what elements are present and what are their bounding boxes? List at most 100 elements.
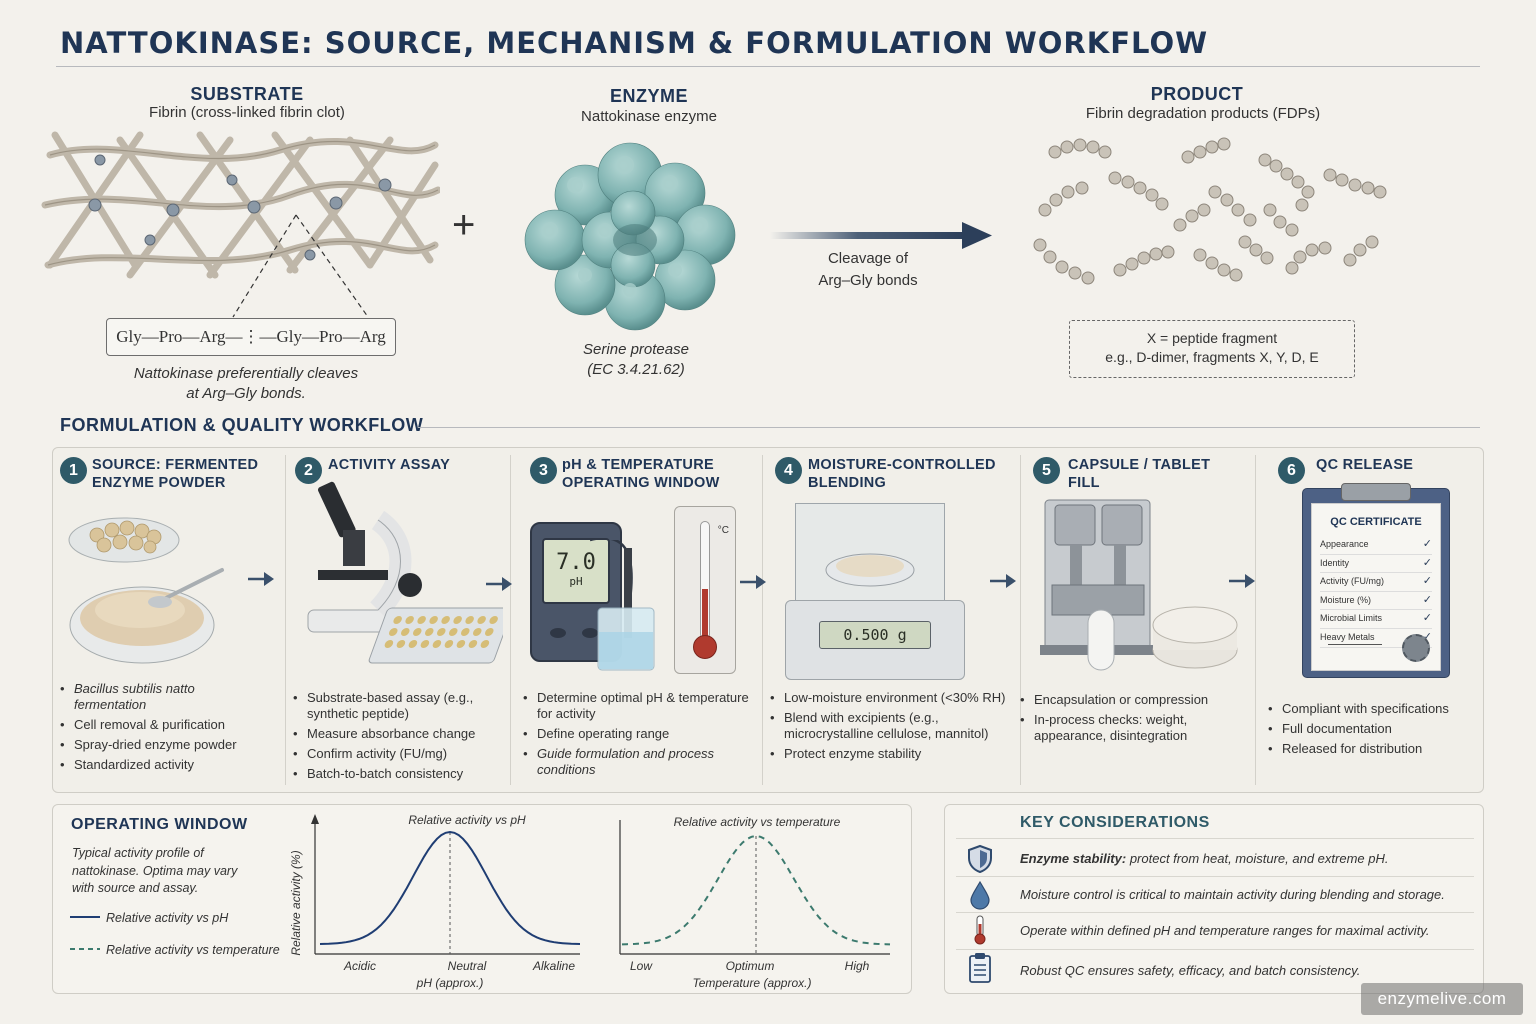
enzyme-class-line2: (EC 3.4.21.62) bbox=[587, 361, 685, 378]
temp-chart-tick-label: Optimum bbox=[726, 959, 775, 973]
product-subtitle: Fibrin degradation products (FDPs) bbox=[1085, 105, 1321, 122]
workflow-divider bbox=[418, 427, 1480, 428]
enzyme-class: Serine protease (EC 3.4.21.62) bbox=[536, 340, 736, 380]
ph-meter-value: 7.0 bbox=[556, 550, 596, 575]
reaction-line2: Arg–Gly bonds bbox=[818, 272, 918, 289]
reaction-label: Cleavage of Arg–Gly bonds bbox=[788, 248, 948, 292]
step-3-bullet: Determine optimal pH & temperature for a… bbox=[523, 690, 758, 722]
check-icon: ✓ bbox=[1422, 538, 1432, 550]
product-legend-line2: e.g., D-dimer, fragments X, Y, D, E bbox=[1105, 349, 1319, 365]
check-icon: ✓ bbox=[1422, 612, 1432, 625]
check-icon: ✓ bbox=[1422, 556, 1432, 569]
step-6-bullet: Compliant with specifications bbox=[1268, 701, 1478, 717]
step-5-title: CAPSULE / TABLET FILL bbox=[1068, 456, 1248, 492]
peptide-sequence-box: Gly—Pro—Arg—⋮—Gly—Pro—Arg bbox=[106, 318, 396, 356]
meter-button bbox=[582, 628, 598, 638]
step-5-bullet: Encapsulation or compression bbox=[1020, 692, 1245, 708]
check-icon: ✓ bbox=[1422, 630, 1432, 643]
product-heading: PRODUCT bbox=[1150, 84, 1244, 104]
step-4-bullet: Protect enzyme stability bbox=[770, 746, 1015, 762]
step-6-bullets: Compliant with specifications Full docum… bbox=[1268, 701, 1478, 761]
temp-chart-title: Relative activity vs temperature bbox=[674, 815, 841, 829]
ow-desc-line3: with source and assay. bbox=[72, 881, 199, 895]
signature-line bbox=[1328, 644, 1382, 645]
workflow-panel bbox=[52, 447, 1484, 793]
step-1-number: 1 bbox=[60, 457, 87, 484]
qc-certificate-item: Moisture (%)✓ bbox=[1320, 592, 1432, 611]
qc-clipboard: QC CERTIFICATE Appearance✓Identity✓Activ… bbox=[1302, 483, 1450, 678]
legend-ph-label: Relative activity vs pH bbox=[106, 911, 229, 925]
seal-icon bbox=[1402, 634, 1430, 662]
step-separator bbox=[1020, 455, 1021, 785]
step-1-bullets: Bacillus subtilis natto fermentation Cel… bbox=[60, 681, 270, 777]
qc-certificate: QC CERTIFICATE Appearance✓Identity✓Activ… bbox=[1311, 503, 1441, 671]
kc-row-text: Moisture control is critical to maintain… bbox=[1020, 887, 1445, 902]
step-6-number: 6 bbox=[1278, 457, 1305, 484]
ph-chart-tick-label: Neutral bbox=[448, 959, 487, 973]
key-considerations-panel bbox=[944, 804, 1484, 994]
beaker-thermometer-illustration bbox=[590, 540, 655, 671]
ph-chart-xlabel: pH (approx.) bbox=[416, 976, 484, 990]
thermometer-icon bbox=[974, 915, 986, 945]
ow-desc-line2: nattokinase. Optima may vary bbox=[72, 863, 238, 878]
arrow-right-icon bbox=[990, 574, 1016, 588]
step-3-bullets: Determine optimal pH & temperature for a… bbox=[523, 690, 758, 782]
step-6-bullet: Full documentation bbox=[1268, 721, 1478, 737]
qc-certificate-item: Appearance✓ bbox=[1320, 536, 1432, 555]
reaction-line1: Cleavage of bbox=[827, 250, 909, 267]
kc-divider bbox=[956, 838, 1474, 839]
thermometer-bulb bbox=[693, 635, 717, 659]
step-1-bullet: Standardized activity bbox=[60, 757, 270, 773]
step-2-bullet: Substrate-based assay (e.g., synthetic p… bbox=[293, 690, 503, 722]
meter-button bbox=[550, 628, 566, 638]
enzyme-heading: ENZYME bbox=[609, 86, 688, 106]
step-2-bullets: Substrate-based assay (e.g., synthetic p… bbox=[293, 690, 503, 786]
operating-window-description: Typical activity profile of nattokinase.… bbox=[72, 845, 237, 898]
step-3-bullet: Define operating range bbox=[523, 726, 758, 742]
step-5-title-line1: CAPSULE / TABLET bbox=[1068, 457, 1211, 473]
qc-item-label: Activity (FU/mg) bbox=[1320, 576, 1384, 587]
cleavage-note: Nattokinase preferentially cleaves at Ar… bbox=[96, 364, 396, 404]
arrow-right-icon bbox=[740, 575, 766, 589]
kc-row-text: Operate within defined pH and temperatur… bbox=[1020, 923, 1430, 938]
arrow-right-icon bbox=[248, 572, 274, 586]
step-2-title-line1: ACTIVITY ASSAY bbox=[328, 457, 451, 473]
thermometer-illustration: °C bbox=[674, 506, 736, 674]
qc-item-label: Heavy Metals bbox=[1320, 631, 1375, 642]
step-2-bullet: Measure absorbance change bbox=[293, 726, 503, 742]
step-6-title: QC RELEASE bbox=[1316, 456, 1466, 474]
legend-dashed-line bbox=[70, 948, 100, 950]
kc-row: Robust QC ensures safety, efficacy, and … bbox=[1020, 963, 1470, 978]
title-divider bbox=[56, 66, 1480, 67]
ow-desc-line1: Typical activity profile of bbox=[72, 846, 204, 860]
kc-row-bold: Enzyme stability: bbox=[1020, 851, 1127, 866]
qc-certificate-items: Appearance✓Identity✓Activity (FU/mg)✓Moi… bbox=[1320, 536, 1432, 648]
qc-certificate-item: Activity (FU/mg)✓ bbox=[1320, 573, 1432, 592]
check-icon: ✓ bbox=[1422, 593, 1432, 606]
step-3-title-line1: pH & TEMPERATURE bbox=[562, 457, 714, 473]
ph-chart-ylabel: Relative activity (%) bbox=[289, 850, 303, 955]
qc-item-label: Microbial Limits bbox=[1320, 613, 1383, 624]
substrate-subtitle: Fibrin (cross-linked fibrin clot) bbox=[149, 104, 345, 121]
ph-chart-title: Relative activity vs pH bbox=[408, 813, 526, 827]
operating-window-panel bbox=[52, 804, 912, 994]
workflow-heading: FORMULATION & QUALITY WORKFLOW bbox=[60, 415, 424, 435]
step-2-number: 2 bbox=[295, 457, 322, 484]
operating-window-charts: Relative activity vs pH Relative activit… bbox=[289, 813, 891, 990]
qc-certificate-item: Identity ✓ bbox=[1320, 555, 1432, 574]
enzyme-class-line1: Serine protease bbox=[583, 341, 689, 358]
peptide-fragments-illustration bbox=[1033, 137, 1387, 285]
droplet-icon bbox=[970, 880, 990, 910]
key-considerations-heading: KEY CONSIDERATIONS bbox=[1020, 814, 1210, 831]
step-separator bbox=[285, 455, 286, 785]
powder-bowl-illustration bbox=[825, 553, 915, 587]
step-5-bullet: In-process checks: weight, appearance, d… bbox=[1020, 712, 1245, 744]
step-1-bullet-text: Bacillus subtilis natto fermentation bbox=[74, 681, 195, 712]
step-separator bbox=[510, 455, 511, 785]
qc-item-label: Identity bbox=[1320, 557, 1350, 568]
kc-row-text: protect from heat, moisture, and extreme… bbox=[1126, 851, 1389, 866]
reaction-arrow-icon bbox=[770, 222, 992, 249]
step-4-title-line2: BLENDING bbox=[808, 475, 887, 491]
peptide-left: Gly—Pro—Arg— bbox=[116, 327, 243, 346]
analytical-balance: 0.500 g bbox=[785, 600, 965, 680]
